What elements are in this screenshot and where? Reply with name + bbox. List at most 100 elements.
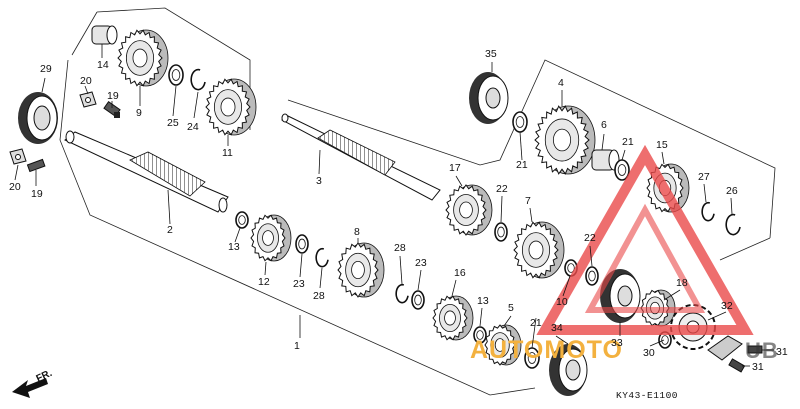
leader-34 [555,335,569,345]
part-label-23: 23 [415,257,427,269]
washer-21-right [614,159,630,181]
leader-21a [519,131,523,161]
leader-6 [601,133,605,151]
leader-23b [417,269,422,291]
bearing-29 [18,92,58,144]
part-label-16: 16 [454,267,466,279]
part-label-14: 14 [97,59,109,71]
part-label-7: 7 [525,195,531,207]
part-label-32: 32 [721,300,733,312]
gear-12 [250,214,292,262]
part-label-23: 23 [293,278,305,290]
part-label-1: 1 [294,340,300,352]
leader-32 [707,311,727,321]
countershaft [64,130,229,213]
part-labels: 1234567891011121415161718242526272930323… [9,48,788,373]
part-label-13: 13 [228,241,240,253]
part-label-28: 28 [313,290,325,302]
part-label-33: 33 [611,337,623,349]
gear-11 [205,78,257,136]
part-label-17: 17 [449,162,461,174]
part-label-3: 3 [316,175,322,187]
clip-28-right [395,283,409,304]
leader-27 [703,183,707,203]
leader-26 [730,197,733,215]
leader-22a [500,195,503,223]
part-label-18: 18 [676,277,688,289]
front-marker: FR. [35,368,54,385]
washer-23-right [411,290,425,310]
part-label-5: 5 [508,302,514,314]
clip-27 [701,201,715,222]
sprocket-plate [707,335,743,361]
part-label-9: 9 [136,107,142,119]
leader-28b [399,255,403,285]
gear-7 [513,221,565,279]
plate-20-lower [9,148,27,165]
leader-24 [193,91,199,119]
part-label-22: 22 [584,232,596,244]
front-arrow-icon: FR. [12,368,54,398]
part-label-19: 19 [107,90,119,102]
leader-5 [503,315,512,327]
part-label-31: 31 [752,361,764,373]
leader-2 [167,189,171,225]
watermark-text: AUTOMOTO [470,336,623,364]
part-label-31: 31 [776,346,788,358]
bolt-19-upper [103,101,121,118]
part-label-2: 2 [167,224,173,236]
leader-15 [661,151,665,165]
part-label-13: 13 [477,295,489,307]
drawing-code: KY43-E1100 [616,390,678,401]
washer-13-lower [473,326,487,344]
leader-25 [172,85,177,117]
leader-3 [318,149,321,175]
gear-5 [484,324,522,366]
part-label-6: 6 [601,119,607,131]
part-label-12: 12 [258,276,270,288]
leader-10 [562,275,571,297]
gear-9 [117,29,169,87]
leader-16 [451,279,457,297]
part-label-21: 21 [530,317,542,329]
leader-7 [529,207,533,223]
leader-lines [14,44,774,367]
part-label-24: 24 [187,121,199,133]
washers-and-clips [168,64,741,369]
bushing-14 [91,25,118,45]
leader-21c [531,317,537,349]
bolt-31-right [747,345,763,354]
part-label-20: 20 [80,75,92,87]
watermark-logo: AUTOMOTO UB [470,144,778,364]
plate-20-upper [79,91,97,108]
leader-28a [319,267,323,289]
leader-21b [621,149,626,161]
leader-12 [264,261,267,276]
washer-21-upper [512,111,528,133]
leader-20b [14,164,19,181]
leader-18 [663,289,681,301]
part-label-20: 20 [9,181,21,193]
leader-13b [479,307,483,327]
part-label-28: 28 [394,242,406,254]
clip-24 [190,68,206,91]
part-label-29: 29 [40,63,52,75]
washer-21-lower [524,347,540,369]
leader-22b [589,245,593,267]
clip-26 [725,213,741,236]
mainshaft [281,113,441,201]
gear-8 [337,242,385,298]
leader-17 [455,175,463,187]
washer-25 [168,64,184,86]
leader-29 [41,77,46,93]
clip-28-left [315,247,329,268]
part-label-21: 21 [516,159,528,171]
part-label-10: 10 [556,296,568,308]
part-label-22: 22 [496,183,508,195]
bearing-35 [469,72,509,124]
leader-13a [234,227,241,243]
bolt-19-lower [26,158,46,173]
part-label-30: 30 [643,347,655,359]
